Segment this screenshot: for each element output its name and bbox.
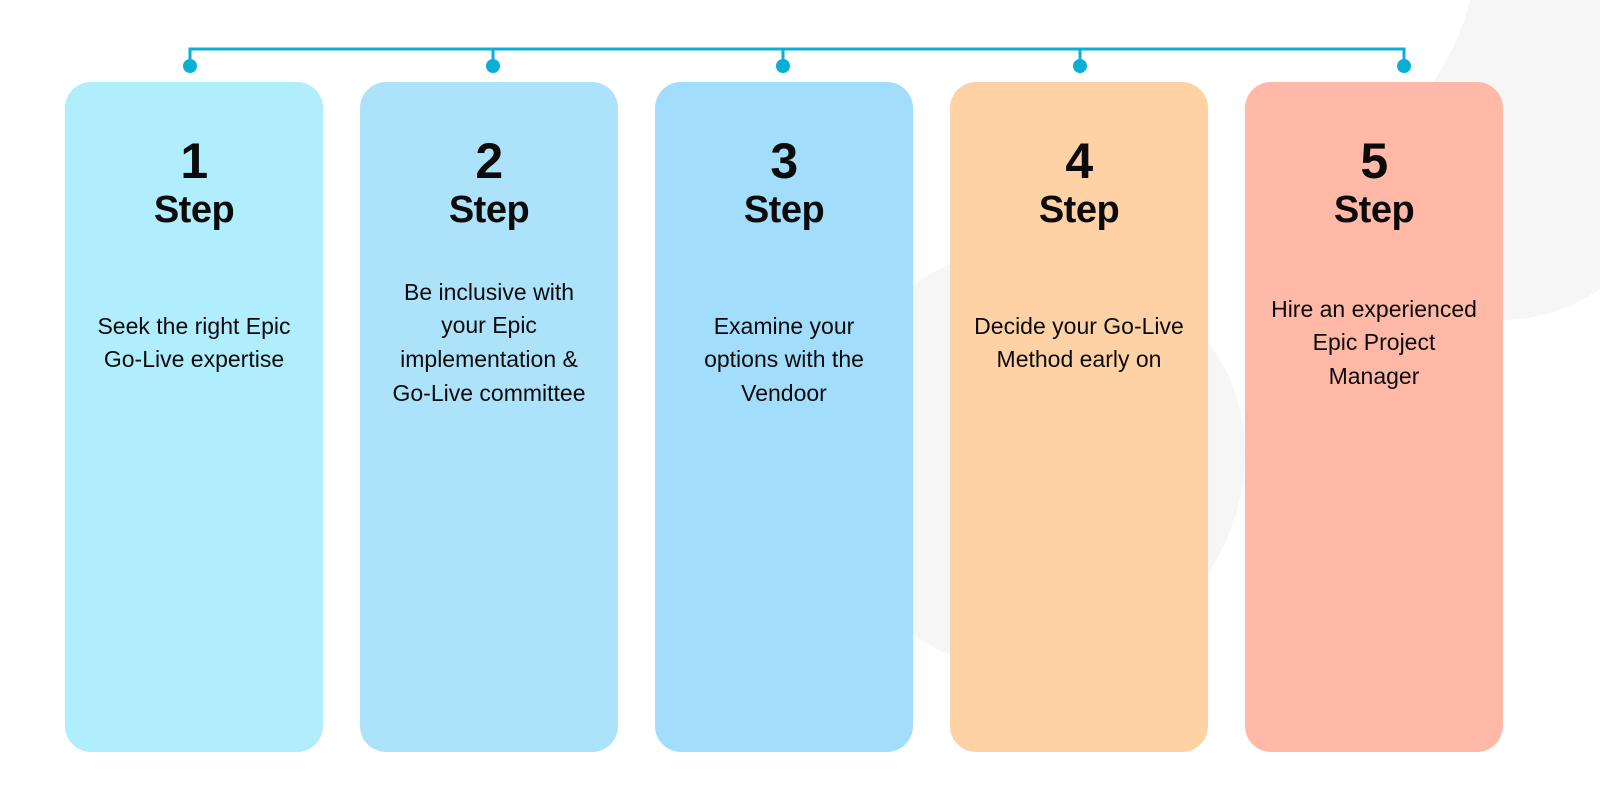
timeline-dot-4[interactable]	[1073, 59, 1087, 73]
step-label-2: Step	[448, 189, 530, 231]
step-number-3: 3	[770, 133, 798, 189]
timeline-dot-3[interactable]	[776, 59, 790, 73]
step-body-3: Examine your options with the Vendoor	[704, 312, 864, 406]
step-number-5: 5	[1360, 133, 1388, 189]
step-number-2: 2	[475, 133, 503, 189]
step-body-2: Be inclusive with your Epic implementati…	[392, 278, 586, 406]
step-label-1: Step	[153, 189, 235, 231]
timeline-dot-2[interactable]	[486, 59, 500, 73]
timeline-dot-1[interactable]	[183, 59, 197, 73]
step-card-3[interactable]: 3 Step Examine your options with the Ven…	[655, 82, 913, 752]
step-label-4: Step	[1038, 189, 1120, 231]
step-card-2[interactable]: 2 Step Be inclusive with your Epic imple…	[360, 82, 618, 752]
step-body-1: Seek the right Epic Go-Live expertise	[97, 312, 291, 373]
step-card-5[interactable]: 5 Step Hire an experienced Epic Project …	[1245, 82, 1503, 752]
step-card-1[interactable]: 1 Step Seek the right Epic Go-Live exper…	[65, 82, 323, 752]
step-label-5: Step	[1333, 189, 1415, 231]
step-body-5: Hire an experienced Epic Project Manager	[1271, 295, 1477, 389]
step-card-list: 1 Step Seek the right Epic Go-Live exper…	[65, 82, 1535, 752]
step-label-3: Step	[743, 189, 825, 231]
timeline-dot-5[interactable]	[1397, 59, 1411, 73]
step-body-4: Decide your Go-Live Method early on	[974, 312, 1184, 373]
step-number-4: 4	[1065, 133, 1093, 189]
step-number-1: 1	[180, 133, 208, 189]
step-card-4[interactable]: 4 Step Decide your Go-Live Method early …	[950, 82, 1208, 752]
